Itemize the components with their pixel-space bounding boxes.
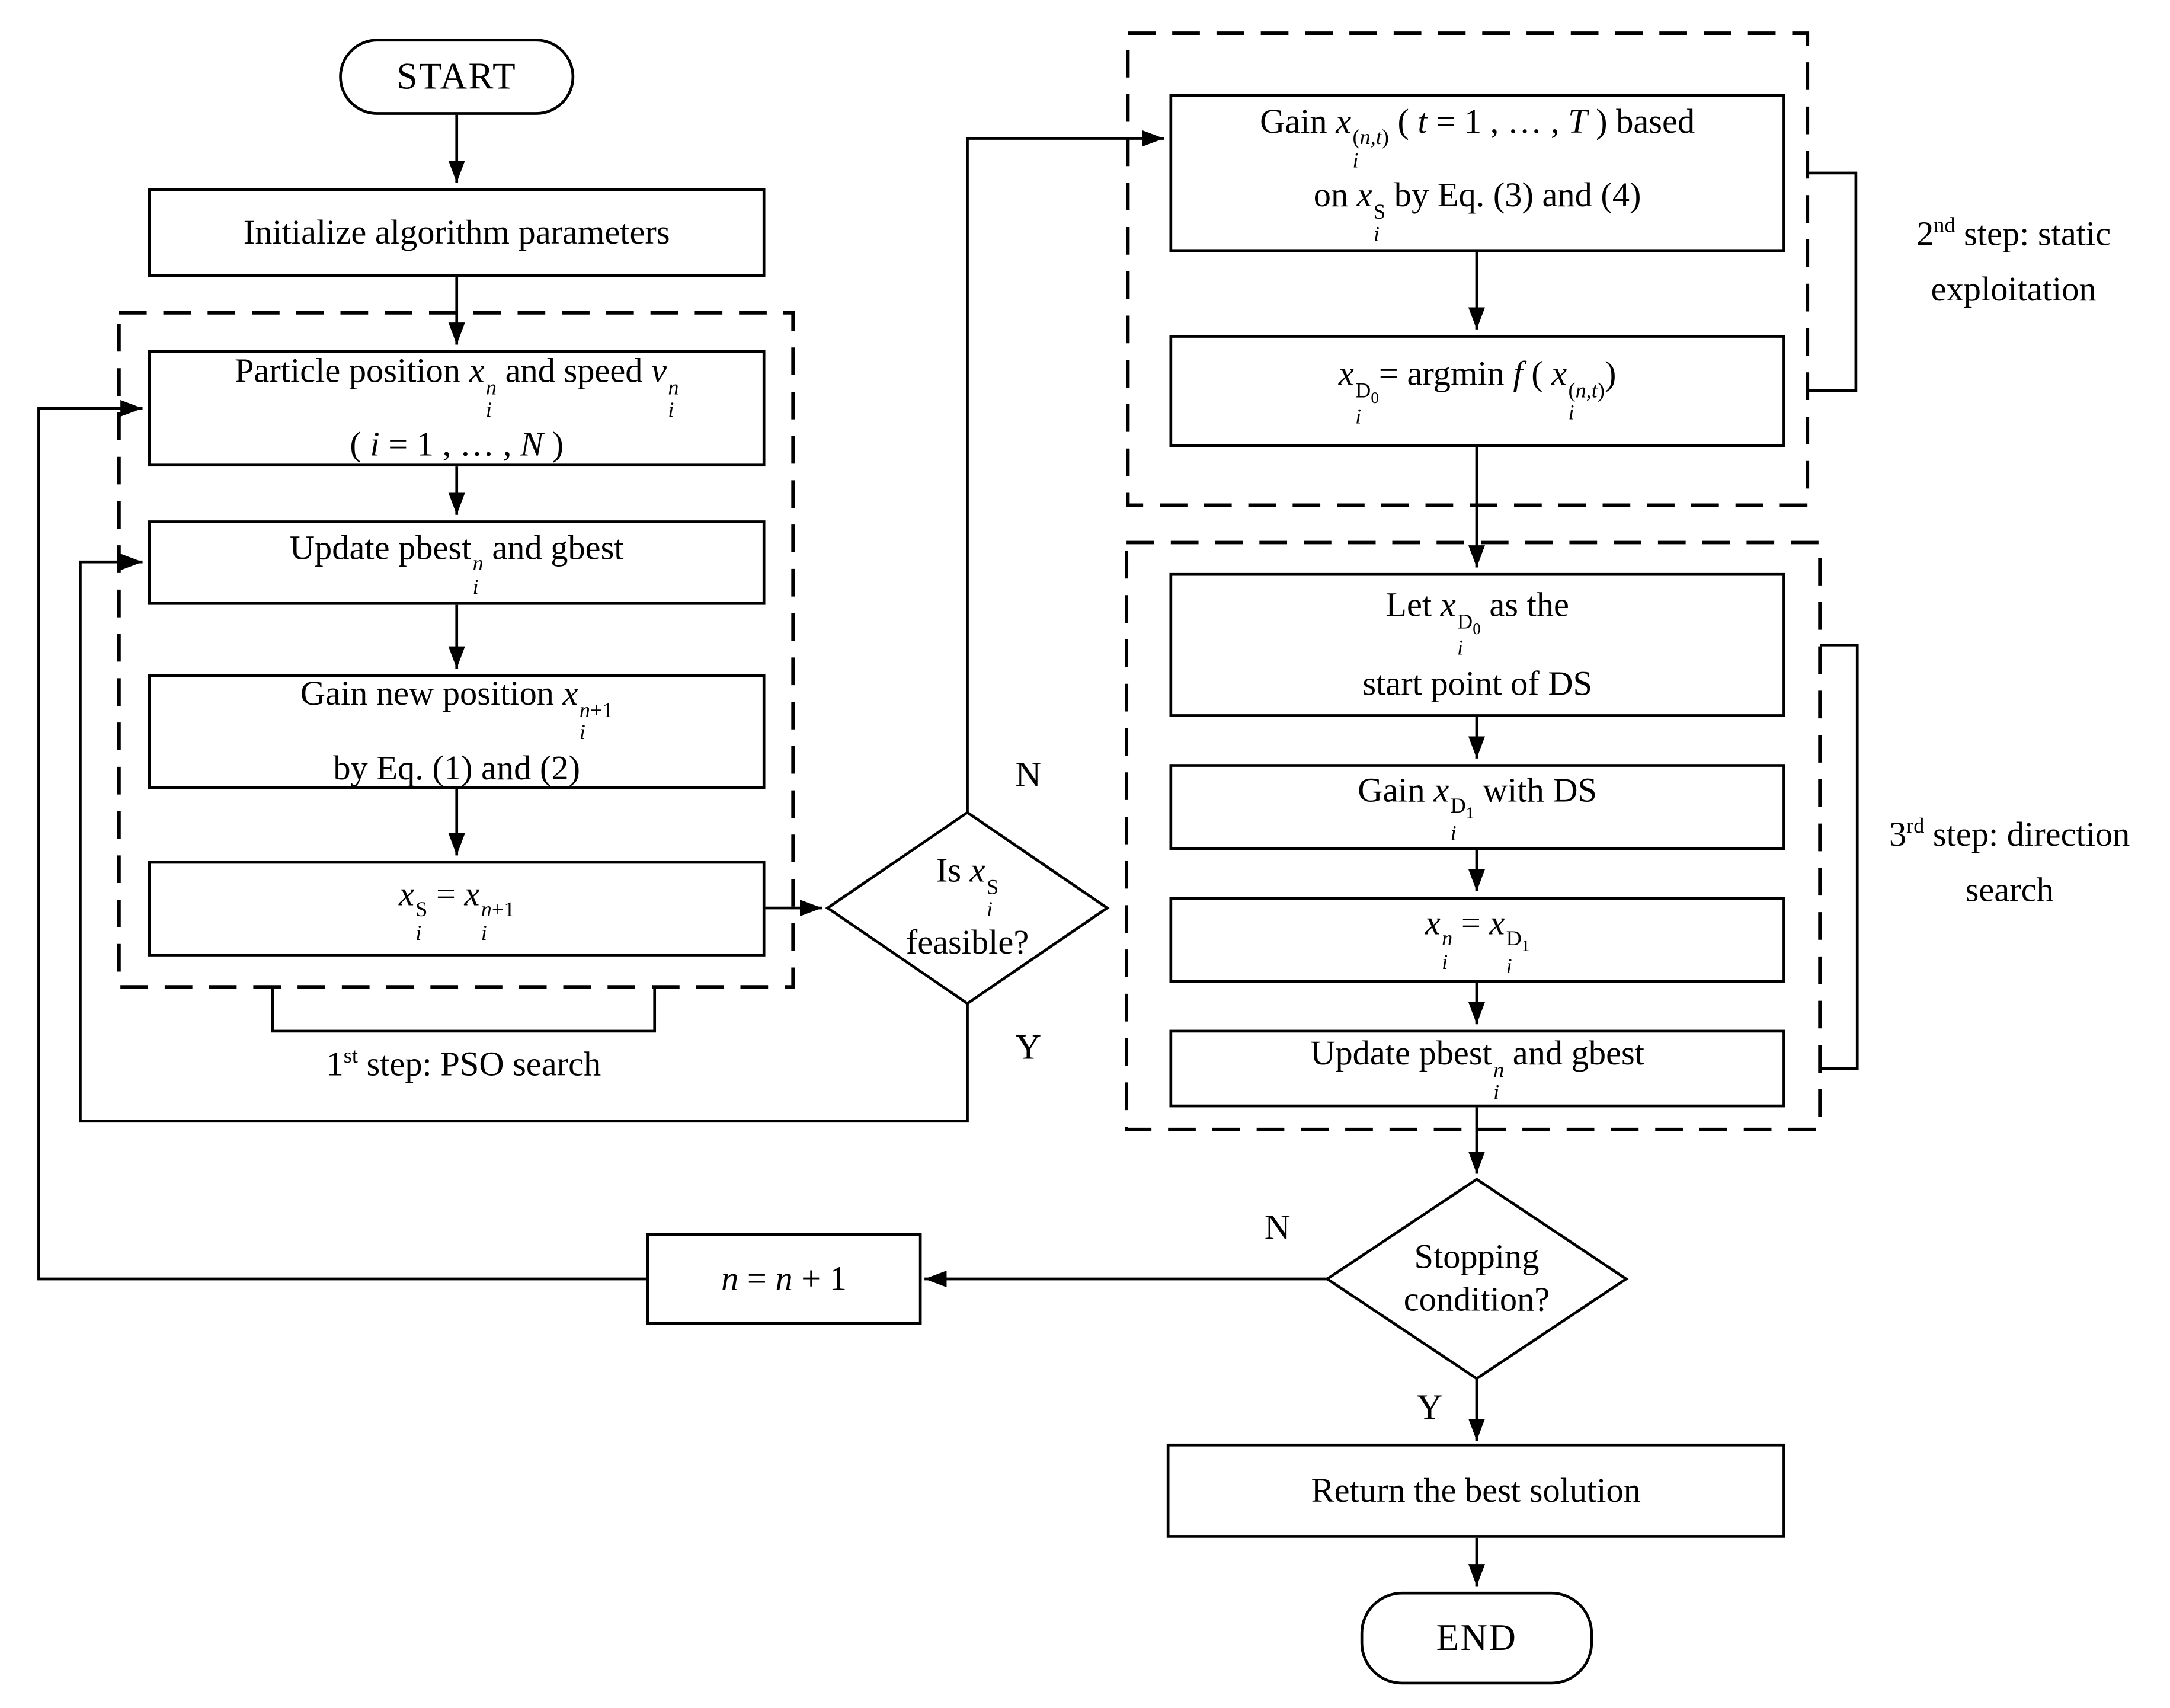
path-increment-to-particle <box>37 399 646 1281</box>
return-label: Return the best solution <box>1311 1472 1641 1509</box>
gain-xnt-node: Gain x(n,t)i ( t = 1 , … , T ) based on … <box>1169 94 1785 252</box>
gain-new-line2: by Eq. (1) and (2) <box>333 749 581 787</box>
direction-search-dashed-border <box>1125 540 1822 1131</box>
feasible-yes-label: Y <box>1015 1026 1042 1067</box>
stopping-yes-label: Y <box>1416 1387 1443 1427</box>
direction-step-line2: search <box>1965 872 2054 910</box>
feasible-no-label: N <box>1015 754 1042 795</box>
end-label: END <box>1436 1616 1518 1658</box>
particle-line2: ( i = 1 , … , N ) <box>350 426 564 464</box>
gain-xnt-line1: Gain x(n,t)i ( t = 1 , … , T ) based <box>1260 104 1695 173</box>
direction-step-line1: 3rd step: direction <box>1889 814 2130 855</box>
increment-n-node: n = n + 1 <box>646 1233 922 1325</box>
increment-label: n = n + 1 <box>721 1260 847 1298</box>
static-step-bracket <box>1807 171 1858 392</box>
static-step-line2: exploitation <box>1931 271 2097 309</box>
direction-step-bracket <box>1820 644 1859 1070</box>
path-feasible-no-to-static <box>966 130 1164 813</box>
start-label: START <box>396 55 517 97</box>
stopping-line2: condition? <box>1403 1281 1550 1319</box>
stopping-line1: Stopping <box>1414 1238 1540 1276</box>
pso-step-caption: 1st step: PSO search <box>326 1044 601 1084</box>
init-label: Initialize algorithm parameters <box>243 213 670 251</box>
let-line2: start point of DS <box>1362 665 1592 703</box>
stopping-no-label: N <box>1264 1207 1291 1248</box>
static-step-caption: 2nd step: static exploitation <box>1857 207 2170 318</box>
path-feasible-yes-to-update <box>79 554 969 1123</box>
direction-step-caption: 3rd step: direction search <box>1841 808 2170 919</box>
static-step-line1: 2nd step: static <box>1916 214 2111 254</box>
stopping-decision-text: Stopping condition? <box>1345 1213 1608 1345</box>
init-parameters-node: Initialize algorithm parameters <box>148 188 766 277</box>
feasible-line2: feasible? <box>905 925 1029 963</box>
return-best-solution-node: Return the best solution <box>1166 1443 1785 1538</box>
end-node: END <box>1360 1591 1593 1685</box>
start-node: START <box>339 39 575 115</box>
pso-step-bracket <box>271 987 657 1033</box>
